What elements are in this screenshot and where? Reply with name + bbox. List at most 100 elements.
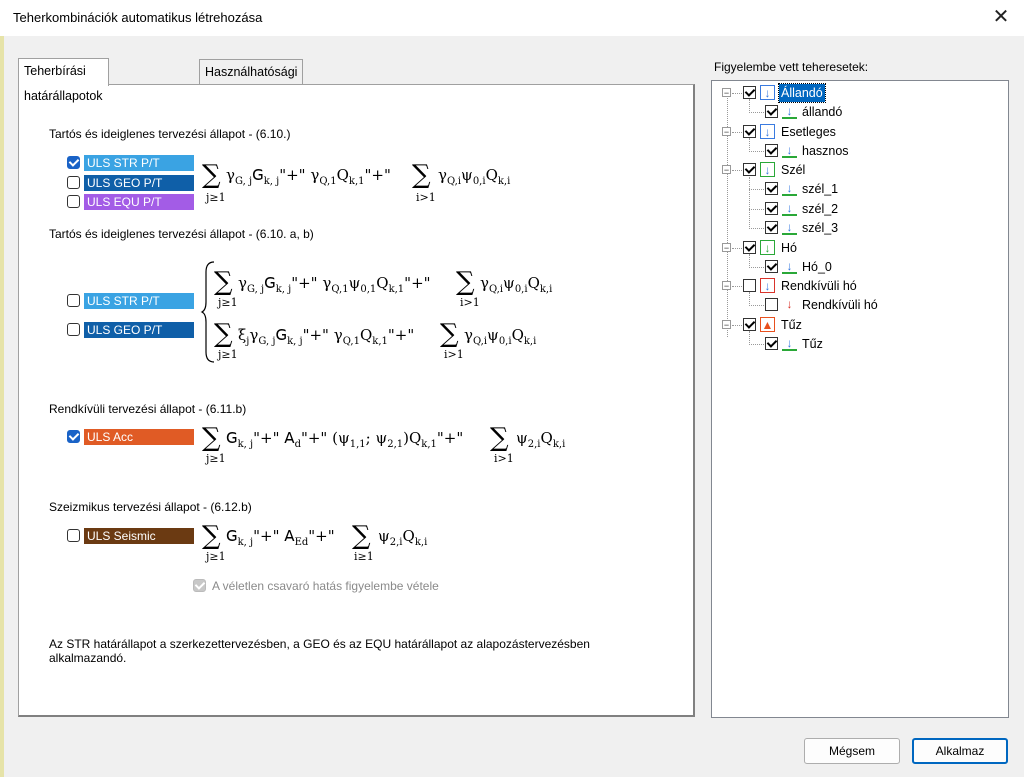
tree-line (732, 132, 742, 133)
window-title: Teherkombinációk automatikus létrehozása (13, 10, 263, 25)
tree-line (749, 254, 750, 266)
tree-line (749, 189, 764, 190)
group-label: Szél (781, 163, 806, 177)
group-label: Állandó (778, 83, 826, 103)
svg-text:i≥1: i≥1 (354, 550, 374, 563)
collapse-icon[interactable]: − (722, 281, 731, 291)
svg-text:γG, j𝖦k, j"+" γQ,1Qk,1"+": γG, j𝖦k, j"+" γQ,1Qk,1"+" (226, 166, 391, 187)
svg-text:j≥1: j≥1 (204, 191, 226, 204)
formula-6-10-ab: ∑ j≥1 γG, j𝖦k, j"+" γQ,1ψ0,1Qk,1"+" ∑ i>… (200, 261, 552, 363)
group-label: Tűz (781, 318, 802, 332)
tree-line (749, 151, 764, 152)
tree-line (732, 93, 742, 94)
load-cases-tree[interactable]: − ↓ Állandó ↓ állandó − ↓ Esetleges ↓ ha… (711, 80, 1009, 718)
group-checkbox[interactable] (743, 163, 756, 176)
group-checkbox[interactable] (743, 318, 756, 331)
group-checkbox[interactable] (743, 279, 756, 292)
uls-str-pt-ab-checkbox[interactable] (67, 294, 80, 307)
svg-text:∑: ∑ (352, 521, 371, 551)
svg-text:i>1: i>1 (444, 348, 464, 361)
cancel-button[interactable]: Mégsem (804, 738, 900, 764)
collapse-icon[interactable]: − (722, 127, 731, 137)
tab-serviceability-limit-states[interactable]: Használhatósági határállapotok (199, 59, 304, 104)
uls-acc-checkbox[interactable] (67, 430, 80, 443)
svg-text:∑: ∑ (214, 319, 233, 349)
collapse-icon[interactable]: − (722, 243, 731, 253)
item-checkbox[interactable] (765, 260, 778, 273)
svg-text:γQ,iψ0,iQk,i: γQ,iψ0,iQk,i (464, 326, 536, 347)
load-cases-label: Figyelembe vett teheresetek: (714, 60, 869, 74)
group-checkbox[interactable] (743, 86, 756, 99)
item-checkbox[interactable] (765, 221, 778, 234)
item-label: Hó_0 (802, 260, 832, 274)
uls-seismic-checkbox[interactable] (67, 529, 80, 542)
item-checkbox[interactable] (765, 337, 778, 350)
arrow-down-icon: ↓ (782, 143, 797, 158)
item-checkbox[interactable] (765, 202, 778, 215)
fire-icon: ▲ (760, 317, 775, 332)
group-label: Hó (781, 241, 797, 255)
svg-text:∑: ∑ (456, 267, 475, 297)
uls-str-pt-label: ULS STR P/T (84, 155, 194, 171)
tree-line (749, 344, 764, 345)
svg-text:ξjγG, j𝖦k, j"+" γQ,1Qk,1"+": ξjγG, j𝖦k, j"+" γQ,1Qk,1"+" (238, 326, 414, 347)
svg-text:j≥1: j≥1 (216, 296, 238, 309)
svg-text:∑: ∑ (412, 160, 431, 190)
tree-line (749, 138, 750, 150)
section-title-6-10: Tartós és ideiglenes tervezési állapot -… (49, 127, 291, 141)
svg-text:ψ2,iQk,i: ψ2,iQk,i (378, 527, 427, 548)
item-checkbox[interactable] (765, 298, 778, 311)
group-checkbox[interactable] (743, 241, 756, 254)
item-label: Tűz (802, 337, 823, 351)
arrow-down-icon: ↓ (782, 181, 797, 196)
apply-button[interactable]: Alkalmaz (912, 738, 1008, 764)
item-checkbox[interactable] (765, 105, 778, 118)
arrow-down-icon: ↓ (782, 336, 797, 351)
svg-text:γG, j𝖦k, j"+" γQ,1ψ0,1Qk,1"+": γG, j𝖦k, j"+" γQ,1ψ0,1Qk,1"+" (238, 274, 431, 295)
uls-seismic-label: ULS Seismic (84, 528, 194, 544)
tree-line (749, 112, 764, 113)
uls-geo-pt-ab-checkbox[interactable] (67, 323, 80, 336)
svg-text:∑: ∑ (202, 521, 221, 551)
svg-text:i>1: i>1 (416, 191, 436, 204)
collapse-icon[interactable]: − (722, 320, 731, 330)
accidental-torsion-checkbox[interactable] (193, 579, 206, 592)
formula-6-11: ∑ j≥1 𝖦k, j"+" 𝖠d"+" (ψ1,1; ψ2,1)Qk,1"+"… (202, 423, 565, 465)
uls-equ-pt-checkbox[interactable] (67, 195, 80, 208)
tree-line (749, 228, 764, 229)
svg-text:∑: ∑ (440, 319, 459, 349)
info-note: Az STR határállapot a szerkezettervezésb… (49, 637, 590, 665)
svg-text:∑: ∑ (490, 423, 509, 453)
svg-text:𝖦k, j"+" 𝖠d"+" (ψ1,1; ψ2,1)Q: 𝖦k, j"+" 𝖠d"+" (ψ1,1; ψ2,1)Qk,1"+" (226, 429, 463, 450)
svg-text:∑: ∑ (202, 423, 221, 453)
arrow-down-icon: ↓ (786, 297, 793, 311)
collapse-icon[interactable]: − (722, 88, 731, 98)
svg-text:𝖦k, j"+" 𝖠Ed"+": 𝖦k, j"+" 𝖠Ed"+" (226, 527, 335, 548)
background-strip (0, 36, 4, 777)
close-icon[interactable]: ✕ (992, 6, 1010, 28)
svg-text:γQ,iψ0,iQk,i: γQ,iψ0,iQk,i (480, 274, 552, 295)
uls-str-pt-checkbox[interactable] (67, 156, 80, 169)
tab-ultimate-limit-states[interactable]: Teherbírási határállapotok (18, 58, 109, 103)
item-checkbox[interactable] (765, 144, 778, 157)
tree-line (732, 170, 742, 171)
item-checkbox[interactable] (765, 182, 778, 195)
tree-line (732, 248, 742, 249)
uls-geo-pt-checkbox[interactable] (67, 176, 80, 189)
tree-line (749, 305, 764, 306)
section-title-6-12: Szeizmikus tervezési állapot - (6.12.b) (49, 500, 252, 514)
svg-text:i>1: i>1 (460, 296, 480, 309)
svg-text:∑: ∑ (214, 267, 233, 297)
item-label: szél_1 (802, 182, 839, 196)
formula-6-12: ∑ j≥1 𝖦k, j"+" 𝖠Ed"+" ∑ i≥1 ψ2,iQk,i (202, 521, 427, 563)
uls-str-pt-ab-label: ULS STR P/T (84, 293, 194, 309)
arrow-down-icon: ↓ (782, 259, 797, 274)
group-label: Rendkívüli hó (781, 279, 857, 293)
collapse-icon[interactable]: − (722, 165, 731, 175)
tree-line (732, 325, 742, 326)
tree-line (749, 292, 750, 304)
arrow-down-icon: ↓ (782, 104, 797, 119)
group-checkbox[interactable] (743, 125, 756, 138)
svg-text:γQ,iψ0,iQk,i: γQ,iψ0,iQk,i (438, 166, 510, 187)
tree-line (749, 267, 764, 268)
